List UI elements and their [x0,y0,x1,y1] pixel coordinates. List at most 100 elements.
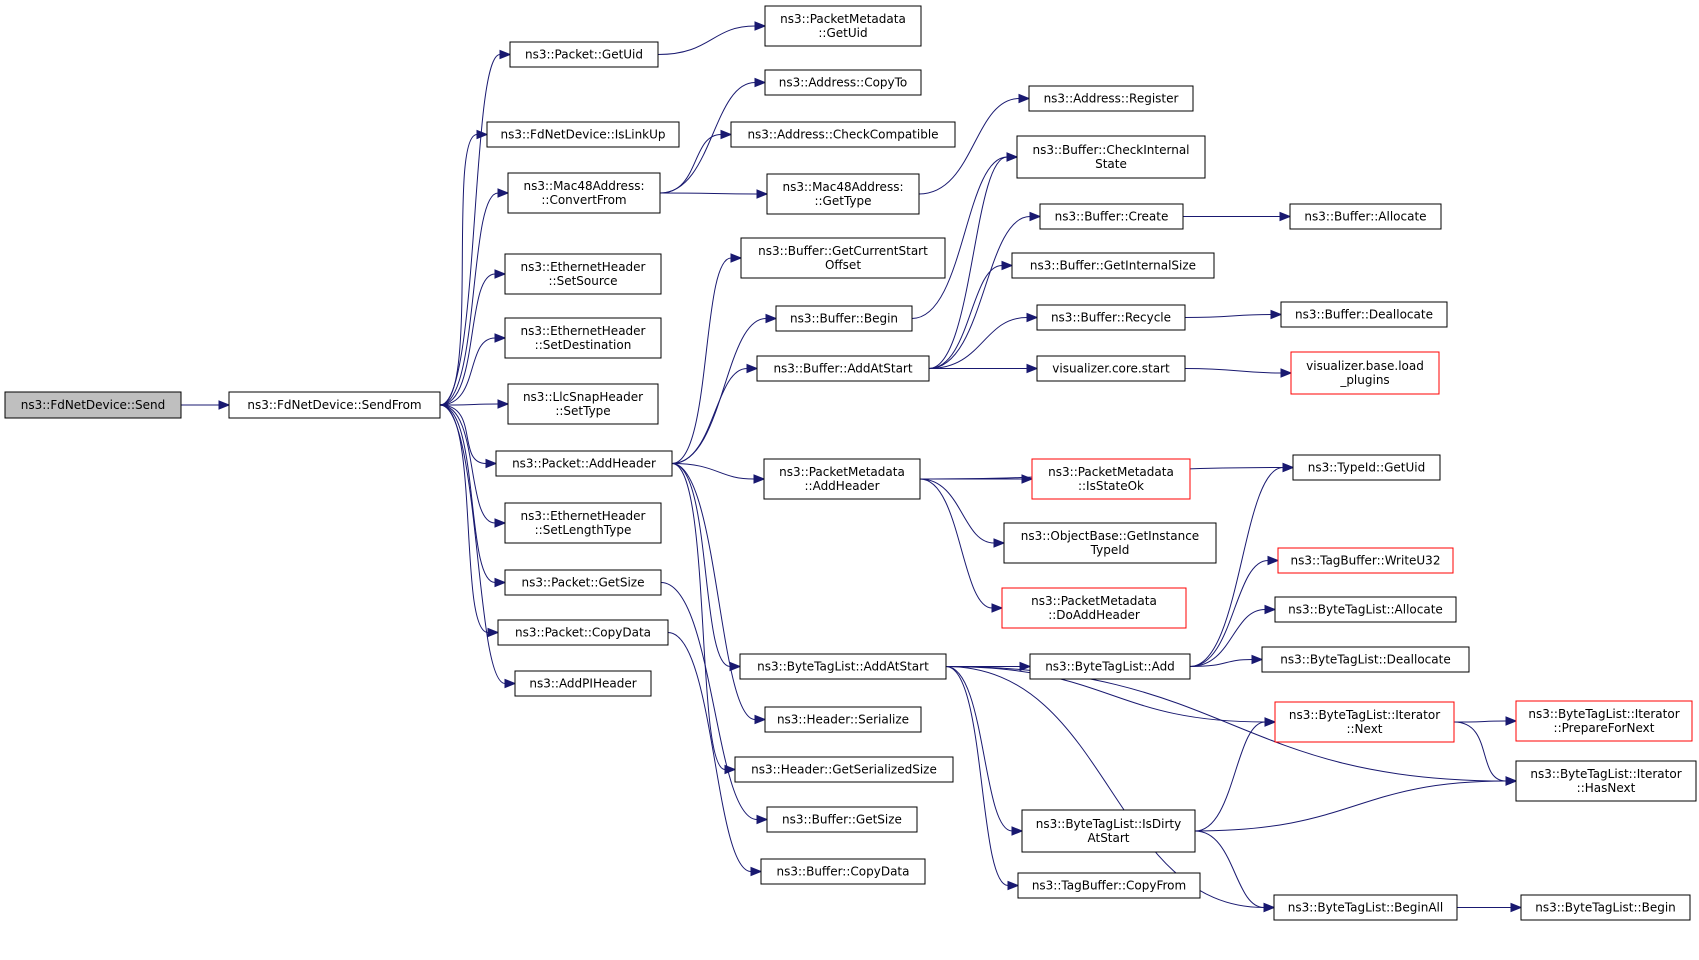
node-box [766,806,918,833]
node-vizstart[interactable]: visualizer.core.start [1036,355,1186,382]
node-vizload[interactable]: visualizer.base.load_plugins [1290,351,1440,395]
node-bufcreate[interactable]: ns3::Buffer::Create [1039,203,1184,230]
node-label: ns3::Buffer::CopyData [777,865,910,879]
node-copydata[interactable]: ns3::Packet::CopyData [497,619,669,646]
node-recycle[interactable]: ns3::Buffer::Recycle [1036,304,1186,331]
node-bufgetsize[interactable]: ns3::Buffer::GetSize [766,806,918,833]
node-bufbegin[interactable]: ns3::Buffer::Begin [775,305,913,332]
arrowhead [218,400,231,410]
node-convertfrom[interactable]: ns3::Mac48Address:::ConvertFrom [507,172,661,214]
node-hasnext[interactable]: ns3::ByteTagList::Iterator::HasNext [1515,760,1697,802]
node-pmgetuid[interactable]: ns3::PacketMetadata::GetUid [764,5,922,47]
node-checkcompat[interactable]: ns3::Address::CheckCompatible [730,121,956,148]
node-isstateok[interactable]: ns3::PacketMetadata::IsStateOk [1031,458,1191,500]
node-box [1515,760,1697,802]
node-addrregister[interactable]: ns3::Address::Register [1028,85,1194,112]
node-btlallocate[interactable]: ns3::ByteTagList::Allocate [1274,596,1457,623]
node-setlentype[interactable]: ns3::EthernetHeader::SetLengthType [504,502,662,544]
edge-sendfrom-to-getuid [439,49,512,406]
node-setdest[interactable]: ns3::EthernetHeader::SetDestination [504,317,662,359]
node-label: ns3::ByteTagList::BeginAll [1288,901,1443,915]
edge-addheader-to-getcurstart [671,253,743,464]
node-tbcopyfrom[interactable]: ns3::TagBuffer::CopyFrom [1017,872,1201,899]
node-setsource[interactable]: ns3::EthernetHeader::SetSource [504,253,662,295]
arrowhead [1026,363,1039,374]
edge-line [1194,780,1507,832]
node-label: ns3::ByteTagList::Allocate [1288,603,1443,617]
node-sendfrom[interactable]: ns3::FdNetDevice::SendFrom [228,391,441,419]
node-serialize[interactable]: ns3::Header::Serialize [764,706,922,733]
node-settype[interactable]: ns3::LlcSnapHeader::SetType [507,383,659,425]
node-label: ns3::FdNetDevice::SendFrom [247,398,421,412]
edge-sendfrom-to-getsize [439,404,507,588]
arrowhead [729,661,742,672]
node-box [507,383,659,425]
node-btldealloc[interactable]: ns3::ByteTagList::Deallocate [1261,646,1470,673]
arrowhead [1029,211,1042,222]
node-iternext[interactable]: ns3::ByteTagList::Iterator::Next [1274,701,1455,743]
edge-addatstart-to-recycle [928,312,1039,369]
node-box [1515,700,1693,742]
node-doaddheader[interactable]: ns3::PacketMetadata::DoAddHeader [1001,587,1187,629]
node-addatstart[interactable]: ns3::Buffer::AddAtStart [756,355,930,382]
node-getsize[interactable]: ns3::Packet::GetSize [504,569,662,596]
node-box [1031,458,1191,500]
node-label: ::GetUid [818,26,867,40]
node-send[interactable]: ns3::FdNetDevice::Send [4,391,182,419]
node-bufallocate[interactable]: ns3::Buffer::Allocate [1289,203,1442,230]
node-getinternalsize[interactable]: ns3::Buffer::GetInternalSize [1011,252,1215,279]
node-pmaddheader[interactable]: ns3::PacketMetadata::AddHeader [763,458,921,500]
node-prepfornext[interactable]: ns3::ByteTagList::Iterator::PrepareForNe… [1515,700,1693,742]
edge-line [671,368,748,464]
node-label: ns3::Buffer::Allocate [1304,210,1426,224]
node-box [734,756,954,783]
node-getuid[interactable]: ns3::Packet::GetUid [509,41,659,68]
node-mac48gettype[interactable]: ns3::Mac48Address:::GetType [766,173,920,215]
arrowhead [991,603,1004,613]
node-addheader[interactable]: ns3::Packet::AddHeader [495,450,673,477]
node-beginall[interactable]: ns3::ByteTagList::BeginAll [1273,894,1458,921]
node-label: ns3::ByteTagList::Iterator [1289,708,1440,722]
node-box [486,121,680,148]
edge-sendfrom-to-setsource [439,269,507,406]
node-label: ::IsStateOk [1078,479,1144,493]
arrowhead [1510,902,1523,913]
node-getsersize[interactable]: ns3::Header::GetSerializedSize [734,756,954,783]
edge-line [945,666,1013,832]
edge-pmaddheader-to-doaddheader [919,478,1004,613]
edge-line [928,216,1031,369]
edge-btladd-to-writeu32 [1189,555,1280,667]
edge-getuid-to-pmgetuid [657,21,767,55]
node-label: ::GetType [814,194,871,208]
node-label: ns3::PacketMetadata [779,465,905,479]
arrowhead [487,627,500,638]
arrowhead [730,253,743,263]
node-label: ::ConvertFrom [541,193,626,207]
node-box [1028,85,1194,112]
node-addpiheader[interactable]: ns3::AddPIHeader [514,670,652,697]
node-addrcopyto[interactable]: ns3::Address::CopyTo [764,69,922,96]
edge-sendfrom-to-islinkup [439,129,489,406]
edge-addheader-to-btladdatstart [671,463,742,672]
node-label: ns3::ByteTagList::Deallocate [1280,653,1450,667]
node-btladdatstart[interactable]: ns3::ByteTagList::AddAtStart [739,653,947,680]
node-bufcopydata[interactable]: ns3::Buffer::CopyData [760,858,926,885]
edge-line [439,404,506,684]
node-btlbegin[interactable]: ns3::ByteTagList::Begin [1520,894,1691,921]
node-btladd[interactable]: ns3::ByteTagList::Add [1029,653,1191,680]
node-islinkup[interactable]: ns3::FdNetDevice::IsLinkUp [486,121,680,148]
node-label: ::HasNext [1577,781,1636,795]
node-dealloc[interactable]: ns3::Buffer::Deallocate [1280,301,1448,328]
edge-line [1189,467,1284,667]
node-label: ::SetDestination [535,338,632,352]
edge-line [439,403,499,406]
node-typeidgetuid[interactable]: ns3::TypeId::GetUid [1292,454,1441,481]
node-writeu32[interactable]: ns3::TagBuffer::WriteU32 [1277,547,1454,574]
node-label: ns3::FdNetDevice::IsLinkUp [500,128,665,142]
node-box [504,253,662,295]
